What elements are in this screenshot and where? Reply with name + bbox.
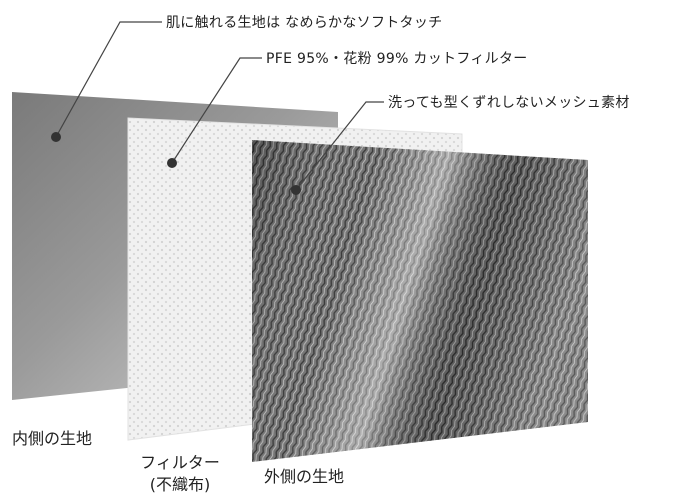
filter-label-line1: フィルター bbox=[140, 453, 220, 472]
filter-label: フィルター (不織布) bbox=[136, 452, 224, 496]
leader-lines bbox=[55, 21, 384, 191]
dot-inner bbox=[51, 132, 61, 142]
leader-line-inner bbox=[55, 21, 162, 138]
leader-line-outer bbox=[295, 101, 384, 191]
filter-label-line2: (不織布) bbox=[149, 475, 211, 494]
dot-filter bbox=[167, 158, 177, 168]
inner-fabric-label: 内側の生地 bbox=[12, 429, 93, 448]
dot-outer bbox=[291, 185, 301, 195]
outer-fabric-label: 外側の生地 bbox=[264, 467, 345, 486]
leader-line-filter bbox=[171, 57, 262, 164]
outer-mesh-shading bbox=[252, 140, 588, 462]
callout-outer-text: 洗っても型くずれしないメッシュ素材 bbox=[388, 95, 630, 111]
callout-inner-text: 肌に触れる生地は なめらかなソフトタッチ bbox=[166, 15, 443, 31]
callout-filter-text: PFE 95%・花粉 99% カットフィルター bbox=[266, 51, 528, 67]
